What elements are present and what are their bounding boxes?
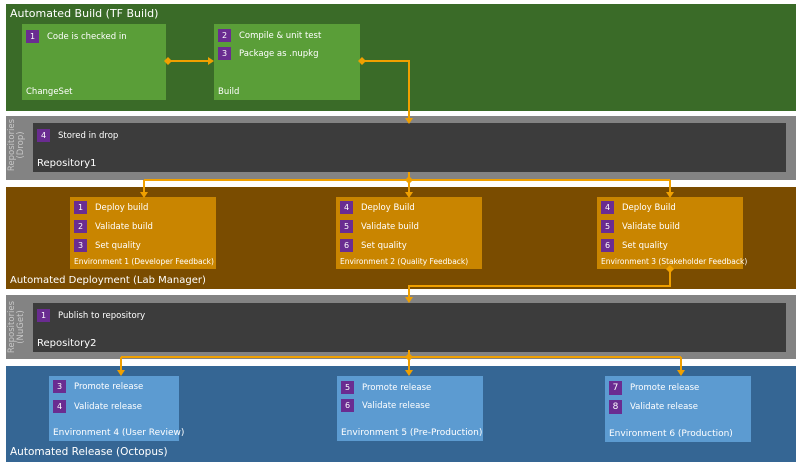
env5-step: 6 Validate release [341, 399, 430, 412]
step-label: Package as .nupkg [239, 48, 319, 59]
env3-step: 5 Validate build [601, 220, 680, 233]
repository2-step: 1 Publish to repository [37, 309, 145, 322]
env4-box-title: Environment 4 (User Review) [53, 428, 185, 438]
repo2-band: Repositories (NuGet) 1 Publish to reposi… [6, 295, 796, 359]
step-label: Validate build [622, 221, 680, 232]
changeset-box-title: ChangeSet [26, 87, 73, 97]
step-label: Promote release [630, 383, 700, 393]
build-band-title: Automated Build (TF Build) [10, 7, 159, 20]
env1-step: 3 Set quality [74, 239, 141, 252]
build-box[interactable]: 2 Compile & unit test 3 Package as .nupk… [214, 24, 360, 100]
step-number-badge: 1 [37, 309, 50, 322]
step-label: Compile & unit test [239, 30, 322, 41]
changeset-box[interactable]: 1 Code is checked in ChangeSet [22, 24, 166, 100]
repository2-box-title: Repository2 [37, 338, 97, 349]
env2-step: 6 Set quality [340, 239, 407, 252]
build-band: Automated Build (TF Build) 1 Code is che… [6, 4, 796, 111]
deploy-band: Automated Deployment (Lab Manager) 1 Dep… [6, 187, 796, 289]
step-label: Deploy Build [622, 202, 676, 213]
environment-5-box[interactable]: 5 Promote release 6 Validate release Env… [337, 376, 483, 441]
step-number-badge: 8 [609, 400, 622, 414]
step-number-badge: 6 [340, 239, 353, 252]
env6-step: 7 Promote release [609, 381, 699, 395]
step-label: Validate build [361, 221, 419, 232]
step-label: Set quality [361, 240, 407, 251]
repository1-step: 4 Stored in drop [37, 129, 118, 142]
env6-box-title: Environment 6 (Production) [609, 429, 733, 439]
env6-step: 8 Validate release [609, 400, 698, 414]
step-label: Code is checked in [47, 31, 127, 42]
env4-step: 4 Validate release [53, 400, 142, 413]
deploy-band-title: Automated Deployment (Lab Manager) [10, 275, 206, 286]
step-label: Set quality [622, 240, 668, 251]
step-label: Validate build [95, 221, 153, 232]
step-number-badge: 2 [74, 220, 87, 233]
build-box-title: Build [218, 87, 240, 97]
repo1-side-label: Repositories (Drop) [7, 118, 26, 172]
release-band: Automated Release (Octopus) 3 Promote re… [6, 366, 796, 462]
repository2-box[interactable]: 1 Publish to repository Repository2 [33, 303, 786, 352]
step-label: Validate release [630, 402, 698, 412]
step-label: Publish to repository [58, 310, 146, 321]
env3-box-title: Environment 3 (Stakeholder Feedback) [601, 257, 748, 266]
step-label: Set quality [95, 240, 141, 251]
step-number-badge: 1 [26, 30, 39, 43]
step-number-badge: 4 [53, 400, 66, 413]
step-number-badge: 1 [74, 201, 87, 214]
step-number-badge: 4 [37, 129, 50, 142]
step-number-badge: 4 [340, 201, 353, 214]
step-number-badge: 3 [218, 47, 231, 60]
environment-3-box[interactable]: 4 Deploy Build 5 Validate build 6 Set qu… [597, 197, 747, 269]
step-number-badge: 6 [601, 239, 614, 252]
step-label: Promote release [362, 382, 432, 393]
env2-step: 4 Deploy Build [340, 201, 415, 214]
environment-4-box[interactable]: 3 Promote release 4 Validate release Env… [49, 376, 184, 441]
step-number-badge: 3 [53, 380, 66, 393]
env2-box-title: Environment 2 (Quality Feedback) [340, 257, 469, 266]
build-step: 3 Package as .nupkg [218, 47, 318, 60]
step-number-badge: 5 [601, 220, 614, 233]
step-number-badge: 2 [218, 29, 231, 42]
repository1-box-title: Repository1 [37, 158, 97, 169]
step-number-badge: 6 [341, 399, 354, 412]
release-band-title: Automated Release (Octopus) [10, 446, 168, 458]
env4-step: 3 Promote release [53, 380, 143, 393]
repo1-band: Repositories (Drop) 4 Stored in drop Rep… [6, 116, 796, 180]
step-label: Promote release [74, 381, 144, 392]
env2-step: 5 Validate build [340, 220, 419, 233]
env3-step: 4 Deploy Build [601, 201, 676, 214]
step-number-badge: 5 [341, 381, 354, 394]
env1-step: 2 Validate build [74, 220, 153, 233]
changeset-step: 1 Code is checked in [26, 30, 127, 43]
step-label: Validate release [362, 400, 430, 411]
env5-step: 5 Promote release [341, 381, 431, 394]
env3-step: 6 Set quality [601, 239, 668, 252]
repository1-box[interactable]: 4 Stored in drop Repository1 [33, 123, 786, 172]
env1-box-title: Environment 1 (Developer Feedback) [74, 257, 214, 266]
step-number-badge: 7 [609, 381, 622, 395]
step-label: Validate release [74, 401, 142, 412]
build-step: 2 Compile & unit test [218, 29, 321, 42]
environment-2-box[interactable]: 4 Deploy Build 5 Validate build 6 Set qu… [336, 197, 482, 269]
step-label: Deploy Build [361, 202, 415, 213]
step-number-badge: 5 [340, 220, 353, 233]
step-number-badge: 4 [601, 201, 614, 214]
step-label: Deploy build [95, 202, 149, 213]
environment-1-box[interactable]: 1 Deploy build 2 Validate build 3 Set qu… [70, 197, 216, 269]
step-label: Stored in drop [58, 130, 119, 141]
env5-box-title: Environment 5 (Pre-Production) [341, 428, 483, 438]
step-number-badge: 3 [74, 239, 87, 252]
environment-6-box[interactable]: 7 Promote release 8 Validate release Env… [605, 376, 751, 442]
env1-step: 1 Deploy build [74, 201, 148, 214]
repo2-side-label: Repositories (NuGet) [7, 300, 26, 354]
